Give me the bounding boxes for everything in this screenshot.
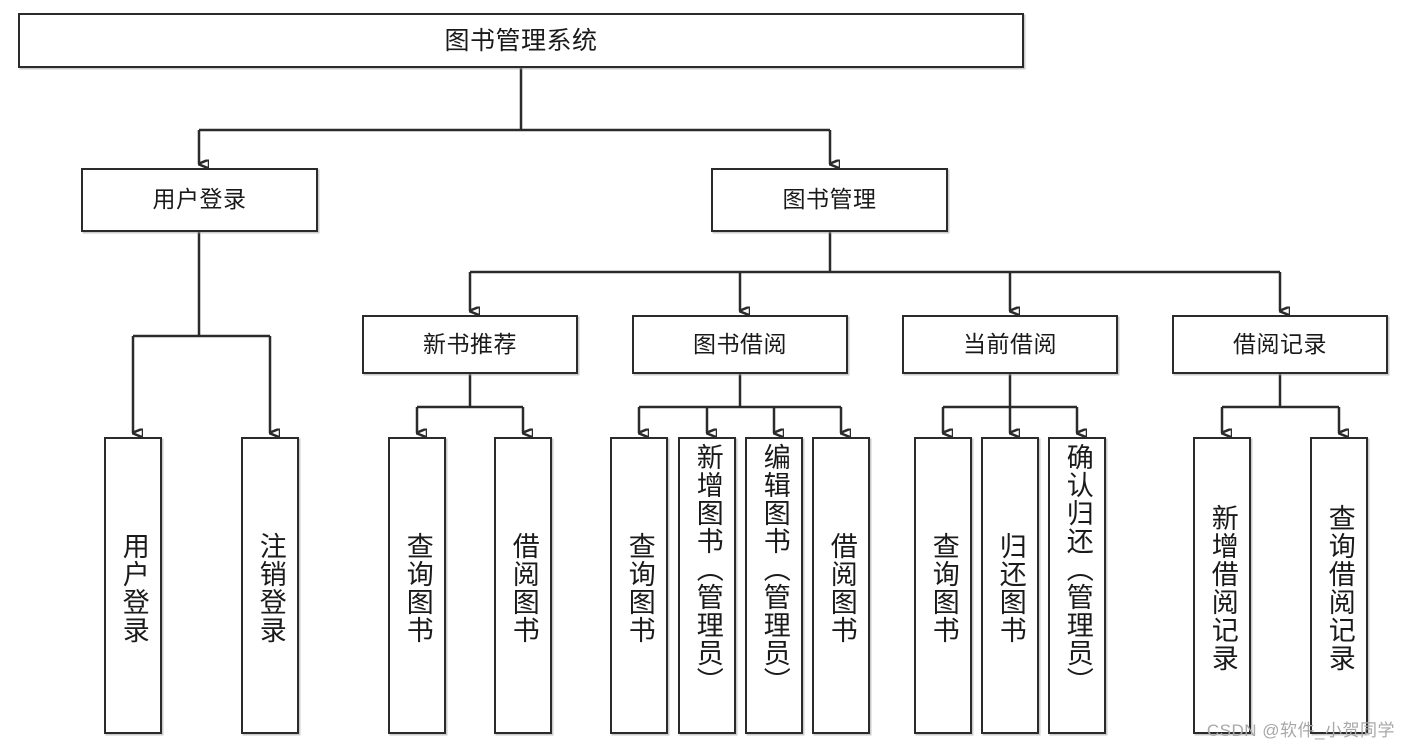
node-label: 注销登录 bbox=[255, 531, 286, 644]
node-book-management[interactable]: 图书管理 bbox=[711, 168, 948, 232]
node-label: 归还图书 bbox=[995, 531, 1026, 644]
node-label: 查询借阅记录 bbox=[1324, 503, 1355, 672]
node-label: 图书借阅 bbox=[693, 330, 787, 357]
node-user-login[interactable]: 用户登录 bbox=[81, 168, 318, 232]
node-label: 新增借阅记录 bbox=[1207, 503, 1238, 672]
leaf-borrow-edit-book-admin[interactable]: 编辑图书（管理员） bbox=[745, 437, 803, 734]
node-label: 借阅图书 bbox=[508, 531, 539, 644]
node-label: 用户登录 bbox=[118, 531, 149, 644]
node-label: 查询图书 bbox=[928, 531, 959, 644]
node-label: 确认归还（管理员） bbox=[1062, 443, 1093, 695]
node-label: 查询图书 bbox=[624, 531, 655, 644]
node-borrow-record[interactable]: 借阅记录 bbox=[1172, 315, 1388, 374]
watermark: CSDN @软件_小贺同学 bbox=[1206, 721, 1395, 740]
leaf-current-return-book[interactable]: 归还图书 bbox=[981, 437, 1039, 734]
leaf-current-query-book[interactable]: 查询图书 bbox=[914, 437, 972, 734]
node-label: 图书管理系统 bbox=[444, 26, 598, 55]
node-label: 用户登录 bbox=[152, 186, 247, 213]
leaf-record-add-record[interactable]: 新增借阅记录 bbox=[1193, 437, 1251, 734]
leaf-user-login[interactable]: 用户登录 bbox=[104, 437, 162, 734]
leaf-borrow-add-book-admin[interactable]: 新增图书（管理员） bbox=[678, 437, 736, 734]
leaf-borrow-query-book[interactable]: 查询图书 bbox=[610, 437, 668, 734]
node-label: 新增图书（管理员） bbox=[692, 443, 723, 695]
node-new-book-recommend[interactable]: 新书推荐 bbox=[362, 315, 578, 374]
leaf-borrow-borrow-book[interactable]: 借阅图书 bbox=[812, 437, 870, 734]
leaf-recommend-query-book[interactable]: 查询图书 bbox=[388, 437, 446, 734]
leaf-user-logout[interactable]: 注销登录 bbox=[241, 437, 299, 734]
node-label: 图书管理 bbox=[782, 186, 877, 213]
node-label: 当前借阅 bbox=[963, 330, 1057, 357]
node-label: 借阅图书 bbox=[826, 531, 857, 644]
leaf-record-query-record[interactable]: 查询借阅记录 bbox=[1310, 437, 1368, 734]
leaf-current-confirm-return-admin[interactable]: 确认归还（管理员） bbox=[1048, 437, 1106, 734]
node-label: 新书推荐 bbox=[423, 330, 517, 357]
node-label: 查询图书 bbox=[402, 531, 433, 644]
leaf-recommend-borrow-book[interactable]: 借阅图书 bbox=[494, 437, 552, 734]
node-label: 编辑图书（管理员） bbox=[759, 443, 790, 695]
node-current-borrow[interactable]: 当前借阅 bbox=[902, 315, 1118, 374]
node-root-system[interactable]: 图书管理系统 bbox=[18, 13, 1024, 68]
node-book-borrow[interactable]: 图书借阅 bbox=[632, 315, 848, 374]
node-label: 借阅记录 bbox=[1233, 330, 1327, 357]
